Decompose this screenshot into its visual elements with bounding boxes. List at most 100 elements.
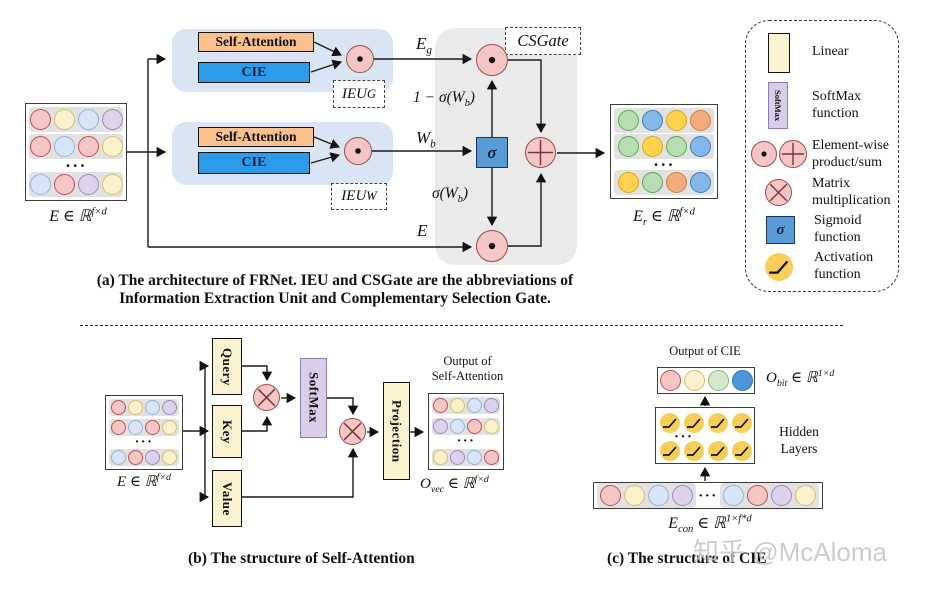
sigmoid-box: σ: [476, 137, 508, 168]
cream-embedding-circle: [433, 450, 448, 465]
output-title-line1: Output of: [443, 354, 492, 368]
cie-box-g: CIE: [198, 62, 310, 83]
legend-linear-label: Linear: [812, 44, 849, 61]
watermark: 知乎 @McAloma: [693, 537, 887, 567]
palegreen-embedding-circle: [707, 370, 729, 391]
e-label: E: [417, 221, 428, 240]
lightblue-embedding-circle: [128, 420, 143, 436]
cream-embedding-circle: [624, 485, 645, 506]
pink-embedding-circle: [111, 400, 126, 415]
legend-label-line: function: [814, 229, 861, 245]
legend-label-line: function: [814, 266, 861, 282]
orange-embedding-circle: [689, 110, 711, 131]
legend-elementwise-label: Element-wise product/sum: [812, 138, 889, 171]
lightblue-embedding-circle: [450, 419, 465, 434]
lavender-embedding-circle: [162, 400, 177, 415]
pink-embedding-circle: [746, 485, 768, 506]
lavender-embedding-circle: [77, 173, 99, 195]
caption-b: (b) The structure of Self-Attention: [188, 550, 415, 567]
lavender-embedding-circle: [101, 109, 123, 130]
legend-panel: Linear SoftMax SoftMax function Element-…: [745, 20, 899, 292]
legend-activation-label: Activation function: [814, 250, 873, 283]
matrix-row: [29, 134, 123, 160]
pink-embedding-circle: [433, 398, 448, 413]
matrix-multiplication-icon: [253, 384, 280, 411]
pink-embedding-circle: [53, 173, 75, 195]
csgate-tag: CSGate: [505, 27, 581, 55]
activation-icon: [732, 413, 752, 433]
cream-embedding-circle: [162, 420, 177, 436]
gold-embedding-circle: [665, 110, 687, 131]
activation-icon: [660, 413, 680, 433]
cream-embedding-circle: [484, 419, 499, 434]
caption-a-line1: (a) The architecture of FRNet. IEU and C…: [96, 272, 574, 289]
lightblue-embedding-circle: [467, 450, 482, 465]
cream-embedding-circle: [53, 109, 75, 130]
csgate-product-top-icon: [476, 44, 508, 76]
lightblue-embedding-circle: [29, 173, 51, 195]
cream-embedding-circle: [101, 136, 123, 158]
activation-icon: [708, 413, 728, 433]
activation-icon: [660, 441, 680, 461]
matrix-row: [432, 418, 500, 435]
gold-embedding-circle: [617, 171, 639, 193]
activation-icon: [684, 413, 704, 433]
elementwise-product-icon: [751, 141, 777, 167]
pink-embedding-circle: [659, 370, 681, 391]
self-attention-input-label: E ∈ ℝf×d: [116, 472, 171, 490]
lavender-embedding-circle: [145, 449, 160, 465]
input-matrix-label: E ∈ ℝf×d: [49, 206, 107, 225]
pink-embedding-circle: [77, 136, 99, 158]
green-embedding-circle: [617, 136, 639, 158]
hidden-layers-box: ···: [655, 407, 755, 464]
refined-matrix-label: Er ∈ ℝf×d: [633, 206, 695, 229]
pink-embedding-circle: [29, 109, 51, 130]
softmax-icon: SoftMax: [768, 82, 788, 129]
csgate-product-bottom-icon: [476, 230, 508, 262]
wb-label: Wb: [416, 128, 436, 151]
linear-icon: [768, 33, 790, 73]
blue-embedding-circle: [689, 136, 711, 158]
cie-output-title: Output of CIE: [669, 344, 741, 358]
legend-sigmoid-label: Sigmoid function: [814, 213, 861, 246]
self-attention-output-matrix: ···: [428, 393, 504, 470]
hidden-label-line2: Layers: [780, 441, 818, 456]
econ-label: Econ ∈ ℝ1×f*d: [668, 513, 752, 536]
cream-embedding-circle: [162, 449, 177, 465]
hidden-layers-label: Hidden Layers: [770, 423, 828, 457]
sigmoid-icon: σ: [766, 216, 795, 244]
self-attention-output-title: Output of Self-Attention: [420, 354, 515, 384]
orange-embedding-circle: [665, 171, 687, 193]
caption-a-line2: Information Extraction Unit and Compleme…: [119, 290, 551, 307]
pink-embedding-circle: [484, 450, 499, 465]
econ-row: ···: [593, 482, 823, 509]
activation-icon: [708, 441, 728, 461]
hidden-layer-row: [660, 441, 752, 461]
cream-embedding-circle: [101, 173, 123, 195]
activation-icon: [684, 441, 704, 461]
matrix-row: [29, 107, 123, 132]
matrix-row: [614, 108, 714, 133]
matrix-row: [109, 399, 179, 416]
blue-embedding-circle: [689, 171, 711, 193]
self-attention-box-g: Self-Attention: [198, 32, 314, 52]
key-box: Key: [212, 405, 242, 458]
activation-icon: [732, 441, 752, 461]
cream-embedding-circle: [128, 400, 143, 415]
lightblue-embedding-circle: [648, 485, 669, 506]
hidden-layer-row: [660, 413, 752, 433]
legend-label-line: Sigmoid: [814, 213, 862, 228]
elementwise-product-icon: [346, 45, 374, 73]
ellipsis-dots: ···: [65, 155, 87, 175]
one-minus-sigma-label: 1 − σ(Wb): [413, 89, 475, 110]
lightblue-embedding-circle: [467, 398, 482, 413]
activation-icon: [765, 253, 793, 281]
gold-embedding-circle: [641, 136, 663, 158]
lavender-embedding-circle: [433, 419, 448, 434]
pink-embedding-circle: [29, 136, 51, 158]
ellipsis-dots: ···: [653, 154, 675, 174]
lavender-embedding-circle: [770, 485, 792, 506]
hidden-label-line1: Hidden: [779, 424, 819, 439]
cream-embedding-circle: [683, 370, 705, 391]
